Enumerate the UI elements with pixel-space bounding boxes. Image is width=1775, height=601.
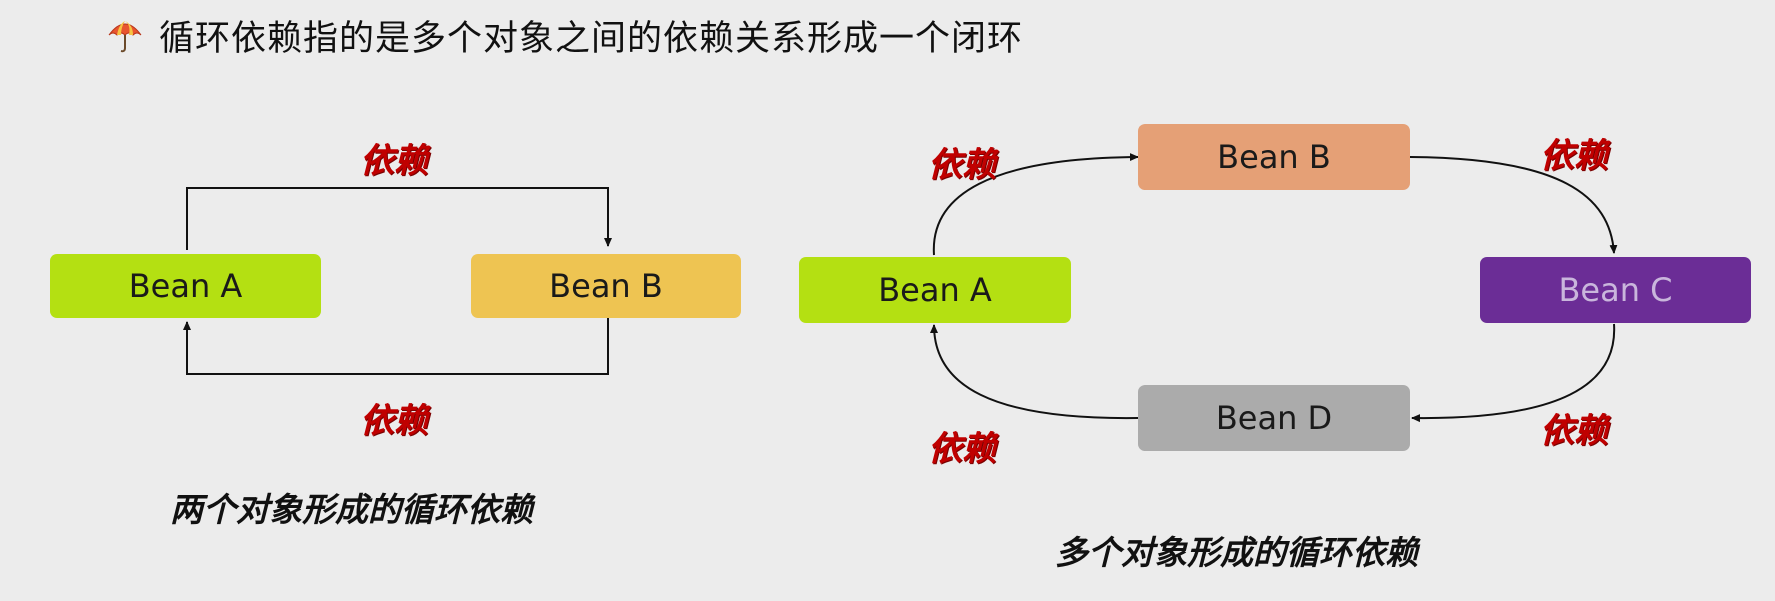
right-caption: 多个对象形成的循环依赖 xyxy=(1055,533,1418,572)
right-top-left-depends-label: 依赖 xyxy=(928,145,996,185)
slide-title: 循环依赖指的是多个对象之间的依赖关系形成一个闭环 xyxy=(105,10,1023,60)
right-bean-d-label: Bean D xyxy=(1215,399,1333,437)
left-bottom-arrow xyxy=(183,318,609,375)
right-arrow-d-to-a xyxy=(930,324,1139,420)
right-bean-b-box: Bean B xyxy=(1138,124,1410,190)
right-bean-c-box: Bean C xyxy=(1480,257,1751,323)
left-top-depends-label: 依赖 xyxy=(360,141,428,181)
left-bean-a-box: Bean A xyxy=(50,254,321,318)
left-caption: 两个对象形成的循环依赖 xyxy=(170,490,533,529)
right-bottom-right-depends-label: 依赖 xyxy=(1540,411,1608,451)
right-bottom-left-depends-label: 依赖 xyxy=(928,429,996,469)
right-top-right-depends-label: 依赖 xyxy=(1540,136,1608,176)
right-arrow-c-to-d xyxy=(1411,323,1616,423)
left-bean-b-box: Bean B xyxy=(471,254,741,318)
right-bean-a-box: Bean A xyxy=(799,257,1071,323)
right-arrow-a-to-b xyxy=(932,153,1139,256)
right-arrow-b-to-c xyxy=(1409,156,1618,254)
right-bean-a-label: Bean A xyxy=(878,271,992,309)
umbrella-icon xyxy=(105,15,145,55)
right-bean-c-label: Bean C xyxy=(1558,271,1673,309)
left-bean-b-label: Bean B xyxy=(549,267,663,305)
right-bean-d-box: Bean D xyxy=(1138,385,1410,451)
page-title: 循环依赖指的是多个对象之间的依赖关系形成一个闭环 xyxy=(159,18,1024,59)
left-bean-a-label: Bean A xyxy=(128,267,243,305)
right-bean-b-label: Bean B xyxy=(1217,138,1331,176)
left-bottom-depends-label: 依赖 xyxy=(360,401,428,441)
left-top-arrow xyxy=(186,187,612,250)
